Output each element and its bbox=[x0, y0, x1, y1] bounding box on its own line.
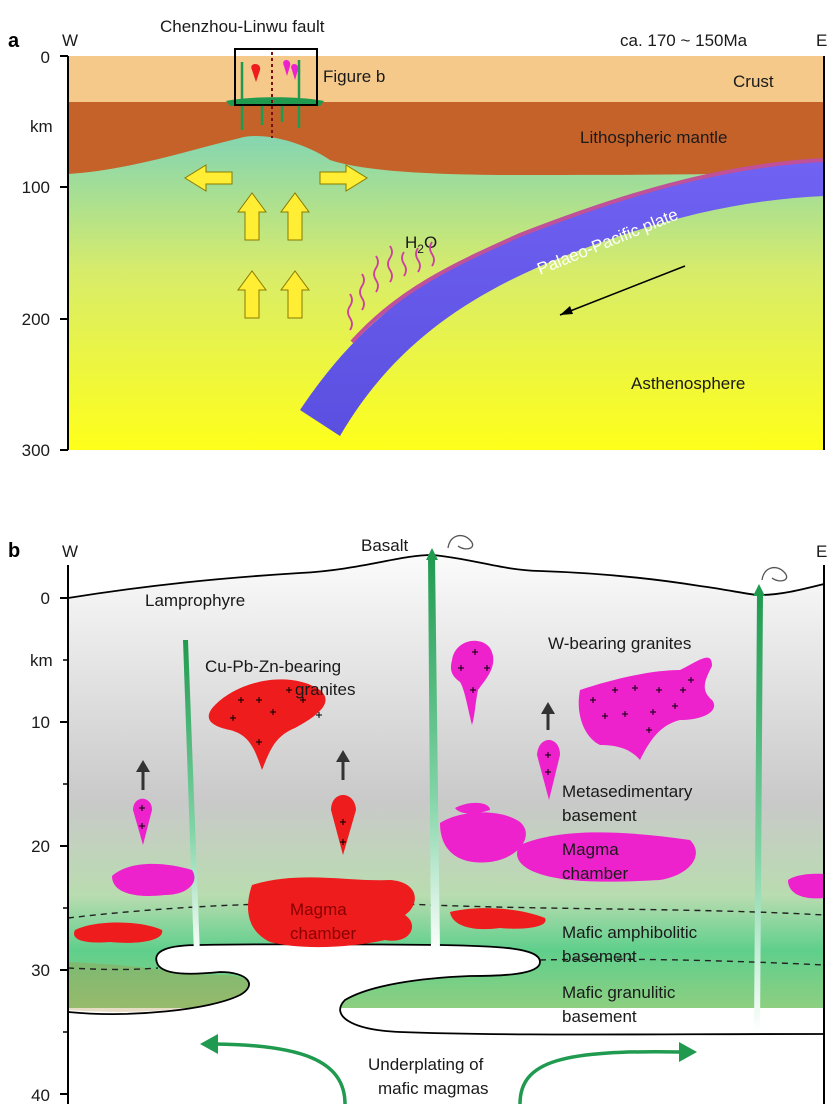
mafic-gran-label-1: Mafic granulitic bbox=[562, 983, 676, 1002]
panel-b-letter: b bbox=[8, 540, 20, 562]
west-label-b: W bbox=[62, 542, 78, 561]
up-arrow-1 bbox=[237, 192, 267, 241]
mantle-label: Lithospheric mantle bbox=[580, 128, 727, 147]
w-granite-1 bbox=[450, 640, 494, 725]
red-chamber-label-1: Magma bbox=[290, 900, 347, 919]
up-arrow-4 bbox=[280, 270, 310, 319]
surface-line bbox=[67, 554, 825, 599]
cu-granites-label-1: Cu-Pb-Zn-bearing bbox=[205, 657, 341, 676]
mafic-amph-label-2: basement bbox=[562, 947, 637, 966]
panel-b: b W E bbox=[8, 534, 827, 1104]
pink-chamber-label-2: chamber bbox=[562, 864, 628, 883]
eruption-plume-1 bbox=[447, 534, 474, 550]
pink-diapir-2 bbox=[133, 798, 152, 845]
red-magma-chamber bbox=[247, 877, 415, 948]
mafic-gran-label-2: basement bbox=[562, 1007, 637, 1026]
axis-unit-a: km bbox=[30, 117, 53, 136]
upwelling-arrows bbox=[184, 164, 368, 319]
underplating-outline bbox=[67, 943, 825, 1036]
panel-a: a W E Chenzhou-Linwu fault ca. 170 ~ 150… bbox=[8, 17, 827, 460]
tick-b-40: 40 bbox=[31, 1086, 50, 1104]
tick-a-200: 200 bbox=[22, 310, 50, 329]
w-granite-2 bbox=[578, 657, 715, 760]
tick-b-20: 20 bbox=[31, 837, 50, 856]
w-granites-label: W-bearing granites bbox=[548, 634, 691, 653]
lamprophyre-label: Lamprophyre bbox=[145, 591, 245, 610]
figure-b-label: Figure b bbox=[323, 67, 385, 86]
crust-layer bbox=[68, 56, 824, 102]
tick-a-100: 100 bbox=[22, 178, 50, 197]
tick-b-30: 30 bbox=[31, 961, 50, 980]
plate-upper-edge bbox=[350, 158, 825, 344]
panel-a-letter: a bbox=[8, 30, 20, 52]
up-arrow-2 bbox=[280, 192, 310, 241]
pink-lens bbox=[455, 802, 490, 814]
water-squiggles bbox=[347, 241, 435, 331]
crust-label: Crust bbox=[733, 72, 774, 91]
tick-a-300: 300 bbox=[22, 441, 50, 460]
tick-b-10: 10 bbox=[31, 713, 50, 732]
left-arrow bbox=[184, 164, 233, 192]
figure-b-inset: Figure b bbox=[226, 48, 385, 138]
plate-motion-arrow bbox=[559, 265, 686, 316]
ascent-arrows bbox=[136, 702, 555, 790]
eruption-plume-2 bbox=[761, 566, 788, 582]
cu-granites-label-2: granites bbox=[295, 680, 355, 699]
pink-chamber-1 bbox=[440, 812, 526, 863]
basalt-dyke-1 bbox=[428, 555, 440, 952]
pink-sill-east bbox=[788, 873, 824, 899]
basalt-dyke-2 bbox=[754, 592, 763, 1032]
pink-magma-bodies bbox=[112, 640, 824, 899]
west-label: W bbox=[62, 31, 78, 50]
mafic-amph-label-1: Mafic amphibolitic bbox=[562, 923, 698, 942]
boundary-gran bbox=[67, 958, 825, 971]
age-label: ca. 170 ~ 150Ma bbox=[620, 31, 748, 50]
arrowhead-right bbox=[679, 1042, 697, 1062]
up-arrow-3 bbox=[237, 270, 267, 319]
granite-crosses bbox=[139, 649, 694, 845]
east-label-b: E bbox=[816, 542, 827, 561]
arrowhead-left bbox=[200, 1034, 218, 1054]
red-sill-east bbox=[450, 908, 546, 930]
basalt-label: Basalt bbox=[361, 536, 409, 555]
right-arrow bbox=[319, 164, 368, 192]
dyke-tip-1 bbox=[426, 548, 438, 560]
fault-label: Chenzhou-Linwu fault bbox=[160, 17, 325, 36]
red-chamber-label-2: chamber bbox=[290, 924, 356, 943]
pink-magma-chamber bbox=[517, 832, 696, 882]
palaeo-pacific-plate bbox=[300, 160, 824, 436]
axis-unit-b: km bbox=[30, 651, 53, 670]
lamprophyre-dyke bbox=[183, 640, 200, 955]
asthenosphere-label: Asthenosphere bbox=[631, 374, 745, 393]
underplating-void bbox=[68, 944, 824, 1104]
tick-b-0: 0 bbox=[41, 589, 50, 608]
dyke-tip-2 bbox=[753, 584, 765, 596]
red-sill-west bbox=[74, 922, 163, 943]
underplating-arrows bbox=[214, 1042, 681, 1104]
underplating-label-1: Underplating of bbox=[368, 1055, 484, 1074]
plate-motion-arrowhead bbox=[560, 306, 573, 315]
meta-basement-label-1: Metasedimentary bbox=[562, 782, 693, 801]
granulitic-shading bbox=[68, 962, 251, 1012]
tick-a-0: 0 bbox=[41, 48, 50, 67]
east-label: E bbox=[816, 31, 827, 50]
water-label: H2O bbox=[405, 233, 437, 256]
lithospheric-mantle-layer bbox=[68, 102, 824, 175]
pink-sill-west bbox=[112, 863, 195, 897]
meta-basement-label-2: basement bbox=[562, 806, 637, 825]
underplating-label-2: mafic magmas bbox=[378, 1079, 489, 1098]
cu-granite-body bbox=[208, 679, 326, 770]
pink-chamber-label-1: Magma bbox=[562, 840, 619, 859]
